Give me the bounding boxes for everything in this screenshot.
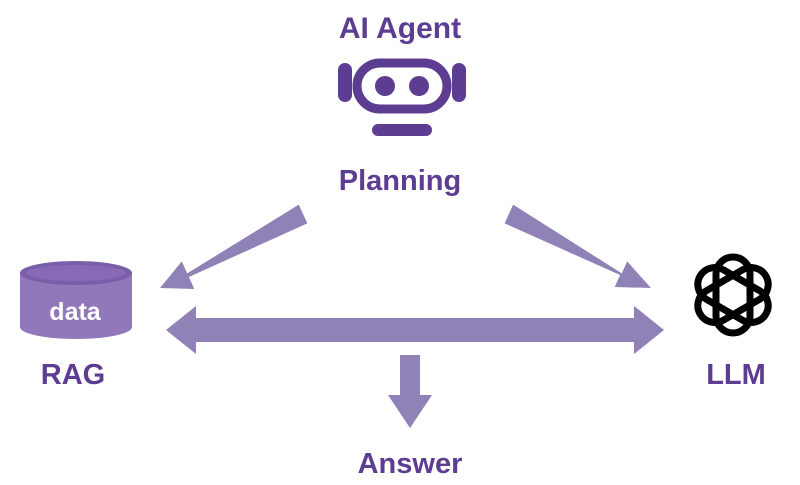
answer-label: Answer — [358, 448, 463, 480]
robot-left-eye-icon — [375, 76, 395, 96]
planning-to-llm-arrow — [504, 204, 651, 288]
robot-right-eye-icon — [409, 76, 429, 96]
database-icon — [20, 261, 132, 339]
agent-title: AI Agent — [339, 12, 461, 45]
llm-label: LLM — [706, 359, 766, 391]
rag-llm-double-arrow — [166, 306, 664, 354]
openai-logo-icon — [694, 253, 772, 337]
planning-to-rag-arrow — [160, 204, 308, 289]
robot-head-icon — [338, 58, 466, 136]
rag-label: RAG — [41, 359, 105, 391]
to-answer-arrow — [388, 355, 432, 428]
database-label: data — [49, 298, 102, 326]
planning-label: Planning — [339, 165, 461, 197]
